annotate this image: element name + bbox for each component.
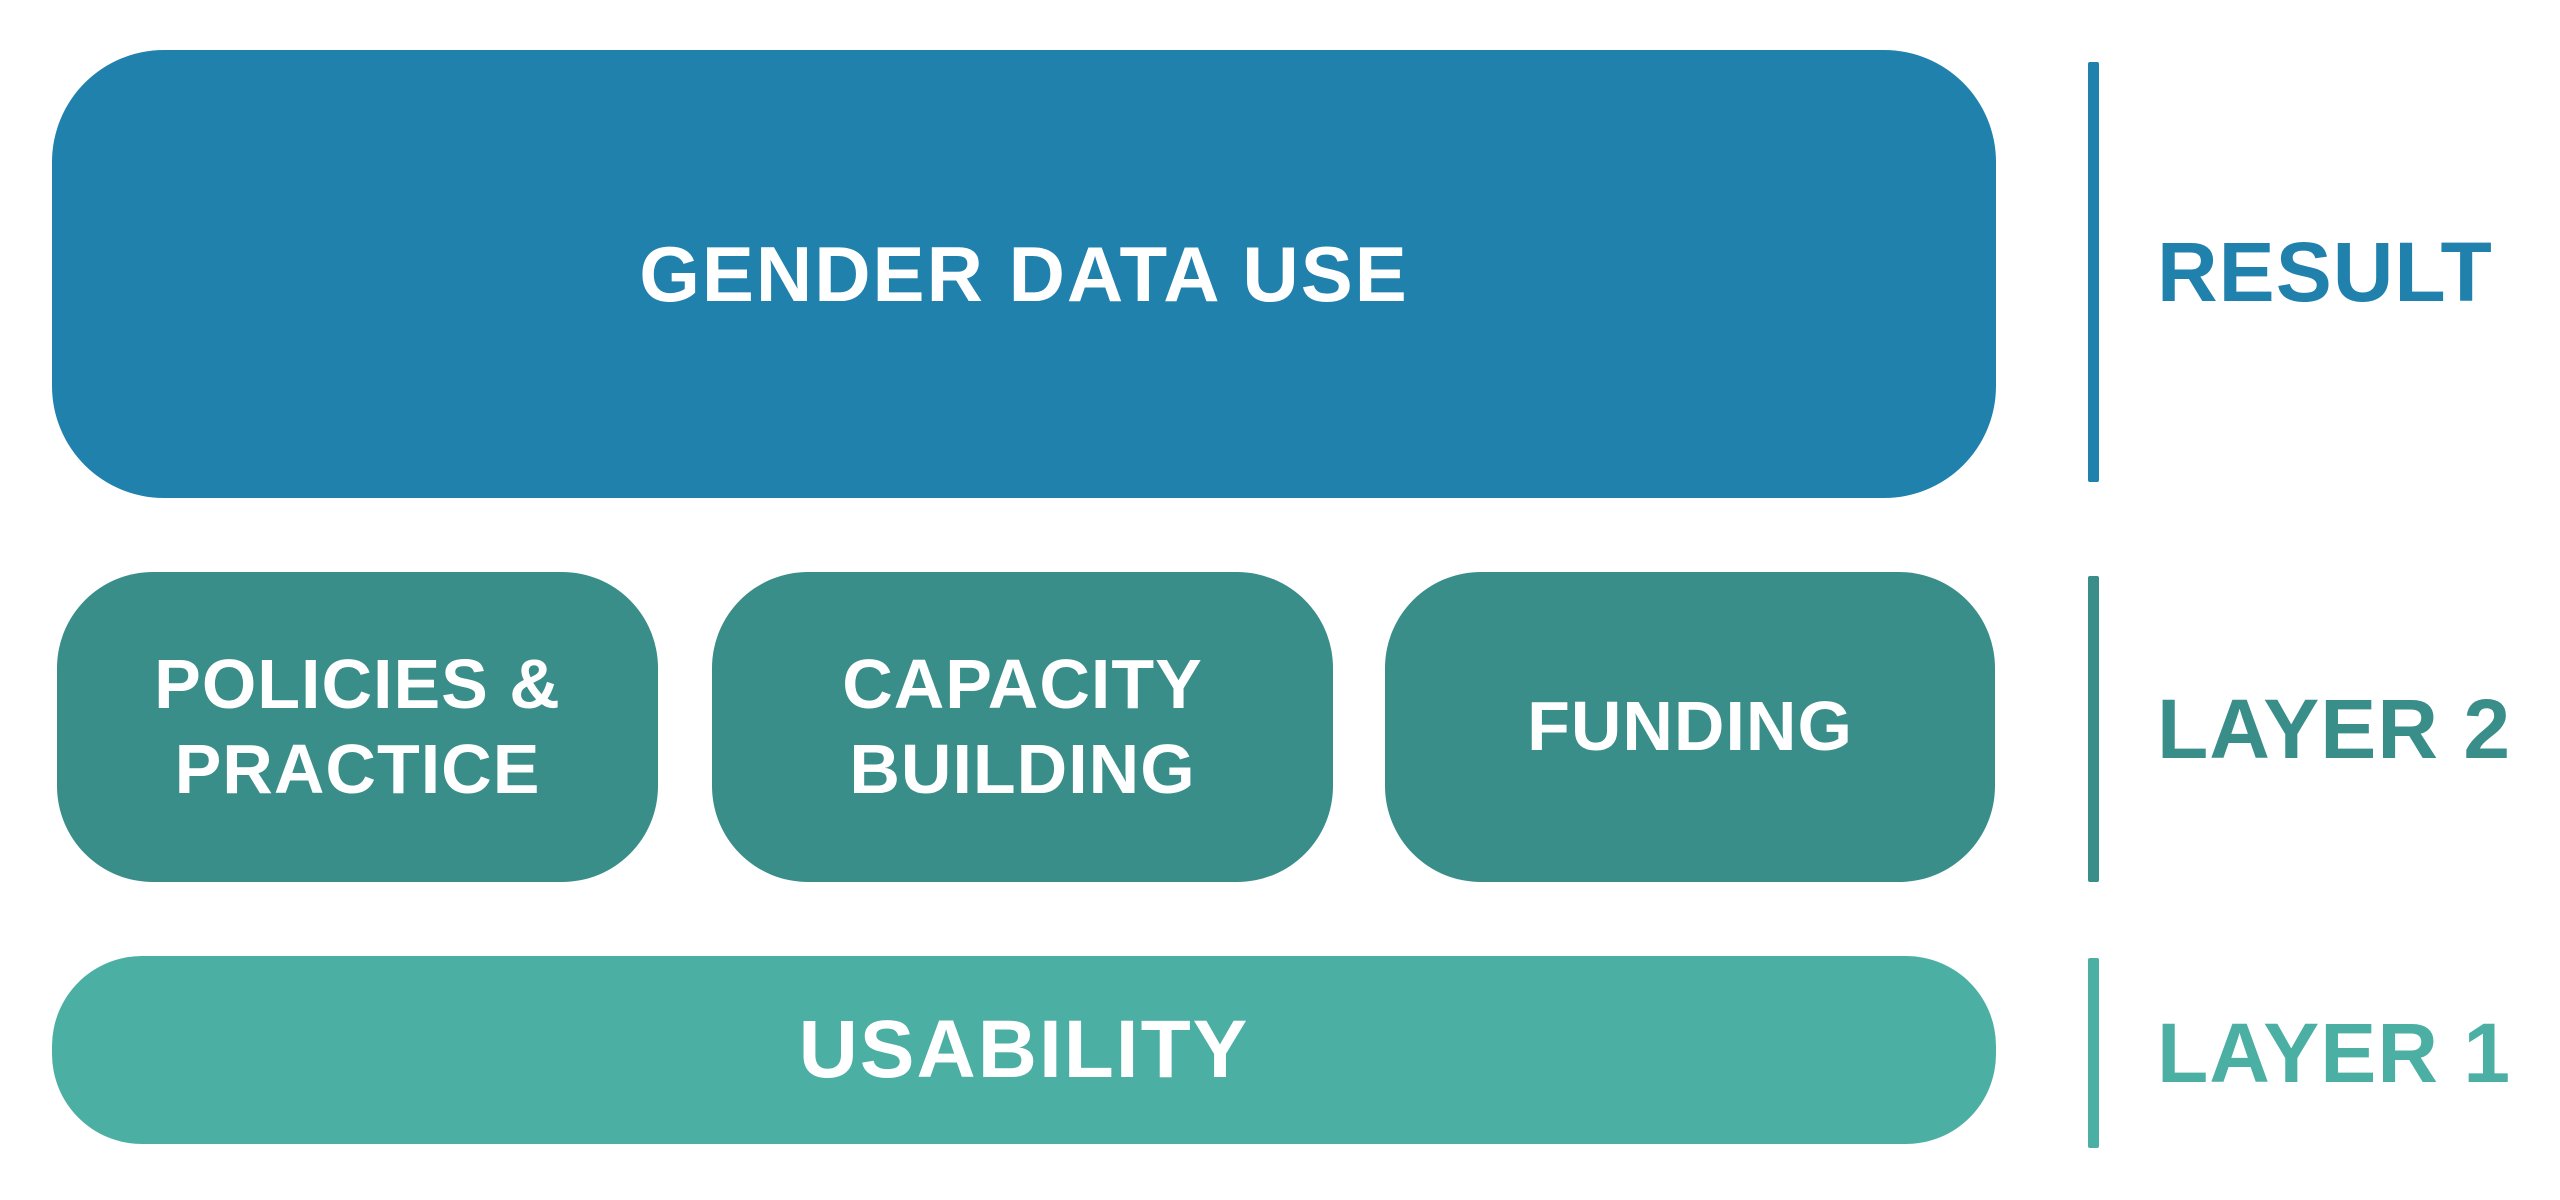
- layer1-label-group: LAYER 1: [2088, 958, 2511, 1148]
- result-label: RESULT: [2157, 224, 2493, 319]
- capacity-building-label: CAPACITY BUILDING: [842, 644, 1203, 808]
- gender-data-use-box: GENDER DATA USE: [52, 50, 1996, 498]
- layer2-label-group: LAYER 2: [2088, 576, 2511, 882]
- capacity-building-box: CAPACITY BUILDING: [712, 572, 1333, 882]
- funding-label: FUNDING: [1527, 687, 1853, 766]
- funding-box: FUNDING: [1385, 572, 1995, 882]
- result-vertical-rule: [2088, 62, 2099, 482]
- layer1-label: LAYER 1: [2157, 1005, 2512, 1100]
- gender-data-use-label: GENDER DATA USE: [639, 229, 1409, 318]
- policies-practice-box: POLICIES & PRACTICE: [57, 572, 658, 882]
- layer1-vertical-rule: [2088, 958, 2099, 1148]
- usability-label: USABILITY: [798, 1004, 1250, 1095]
- usability-box: USABILITY: [52, 956, 1996, 1144]
- result-label-group: RESULT: [2088, 62, 2493, 482]
- layer2-vertical-rule: [2088, 576, 2099, 882]
- layer2-label: LAYER 2: [2157, 681, 2512, 776]
- policies-practice-label: POLICIES & PRACTICE: [154, 644, 561, 808]
